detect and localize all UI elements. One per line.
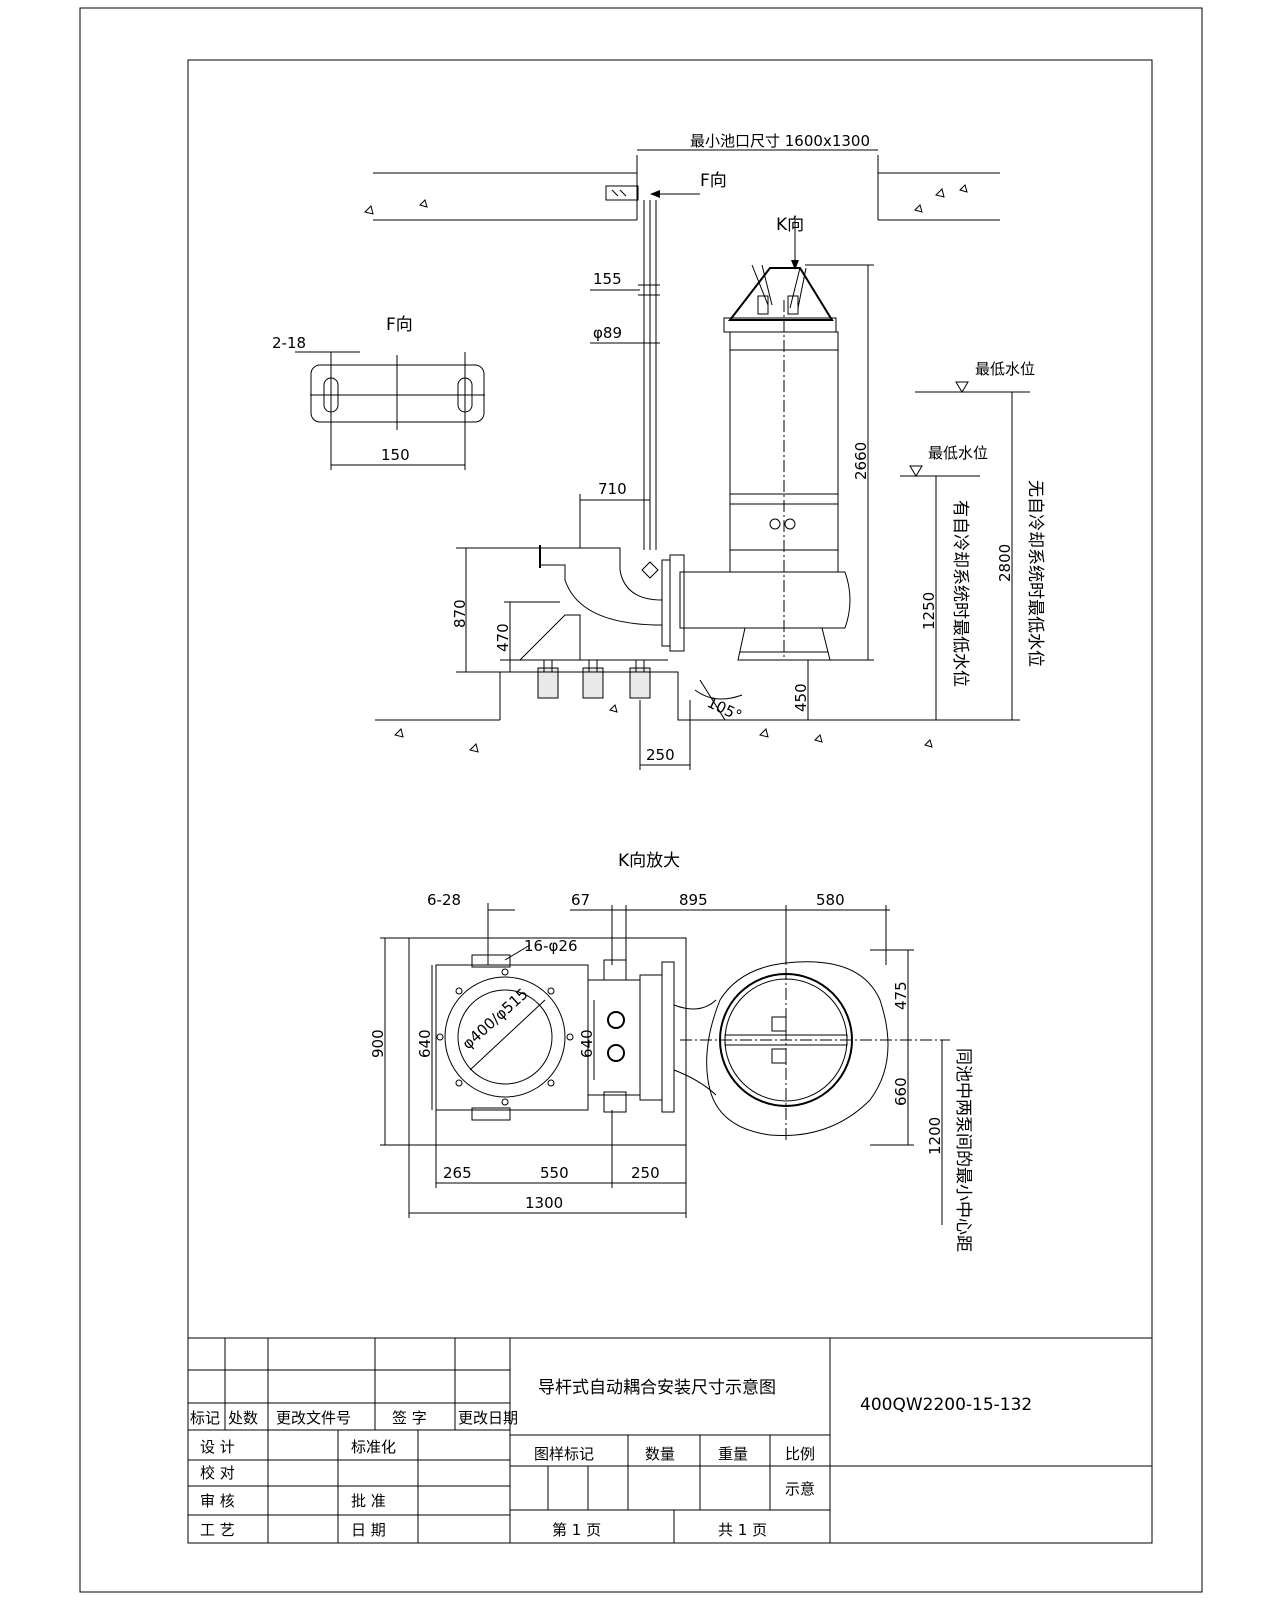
k-pump-volute [706,961,889,1137]
tb-standardization: 标准化 [351,1438,396,1456]
k-dim-475: 475 [892,981,910,1010]
note-with-cooling: 有自冷却系统时最低水位 [950,500,970,687]
lifting-bail [727,267,834,321]
dim-470: 470 [494,623,512,652]
f-view: F向 2-18 150 [272,315,485,470]
k-bolt-holes [436,968,574,1106]
tb-role-process: 工 艺 [200,1521,235,1539]
tb-col-scale: 比例 [785,1445,815,1463]
water-level-1: 最低水位 [928,444,988,462]
min-pit-label: 最小池口尺寸 1600x1300 [690,132,870,150]
tb-drawing-title: 导杆式自动耦合安装尺寸示意图 [538,1378,776,1398]
elbow-base [519,614,581,661]
dim-450: 450 [792,683,810,712]
k-dim-6-28: 6-28 [427,891,461,909]
title-block: 标记 处数 更改文件号 签 字 更改日期 设 计 校 对 审 核 工 艺 标准化… [187,1337,1153,1544]
k-dim-580: 580 [816,891,845,909]
f-view-title: F向 [386,315,413,335]
k-dim-1200: 1200 [926,1117,944,1155]
f-view-width: 150 [381,446,410,464]
side-view: 最小池口尺寸 1600x1300 F向 155 φ89 K向 [364,132,1045,770]
k-dim-640-left: 640 [416,1029,434,1058]
dim-2800: 2800 [996,544,1014,582]
k-dim-67: 67 [571,891,590,909]
dim-1250: 1250 [920,592,938,630]
k-dim-900: 900 [369,1029,387,1058]
k-view: K向放大 φ400/φ515 [369,851,973,1252]
view-k-arrow-label: K向 [776,215,804,235]
k-dim-640-mid: 640 [578,1029,596,1058]
tb-col-qty: 数量 [645,1445,675,1463]
tb-rev-h5: 更改日期 [458,1409,518,1427]
k-flange-inner [457,989,553,1085]
view-f-arrow-label: F向 [700,171,727,191]
concrete-hatch-bottom [394,704,933,753]
tb-model-number: 400QW2200-15-132 [860,1395,1032,1415]
dim-870: 870 [451,599,469,628]
k-base-plate [408,937,687,1146]
tb-col-weight: 重量 [718,1445,748,1463]
anchor-bolts [537,659,651,699]
tb-rev-h2: 处数 [228,1409,258,1427]
k-dim-16-26: 16-φ26 [524,937,577,955]
dim-2660: 2660 [852,442,870,480]
pump-volute [679,571,851,629]
coupling-flange [669,554,685,652]
k-pcd-dim: φ400/φ515 [459,985,532,1053]
tb-rev-h4: 签 字 [392,1409,427,1427]
k-flange-square [435,964,589,1111]
outer-frame [79,7,1203,1593]
tb-date: 日 期 [351,1521,386,1539]
k-view-title: K向放大 [618,851,680,871]
dim-155: 155 [593,270,622,288]
tb-rev-h1: 标记 [190,1409,220,1427]
water-level-2: 最低水位 [975,360,1035,378]
upper-guide-bracket [605,185,639,201]
k-flange-outer [444,976,566,1098]
dim-710: 710 [598,480,627,498]
tb-page-total: 共 1 页 [718,1521,767,1539]
tb-rev-h3: 更改文件号 [276,1409,351,1427]
concrete-hatch-top [364,184,968,215]
k-dim-550: 550 [540,1164,569,1182]
tb-role-design: 设 计 [200,1438,235,1456]
tb-col-mark: 图样标记 [534,1445,594,1463]
tb-role-review: 审 核 [200,1492,235,1510]
tb-role-check: 校 对 [200,1464,235,1482]
inner-frame [187,59,1153,1544]
note-no-cooling: 无自冷却系统时最低水位 [1025,480,1045,667]
k-note-spacing: 同池中两泵间的最小中心距 [953,1048,973,1252]
guide-rail [638,200,660,550]
tb-page-of: 第 1 页 [552,1521,601,1539]
tb-scale-value: 示意 [785,1480,815,1498]
discharge-elbow [539,547,663,626]
dim-phi89: φ89 [593,324,622,342]
dim-250-bottom: 250 [646,746,675,764]
tb-approve: 批 准 [351,1492,386,1510]
f-view-holes: 2-18 [272,334,306,352]
k-dim-250: 250 [631,1164,660,1182]
k-dim-660: 660 [892,1077,910,1106]
k-dim-895: 895 [679,891,708,909]
k-dim-265: 265 [443,1164,472,1182]
k-dim-1300: 1300 [525,1194,563,1212]
pit-floor [499,671,1020,721]
